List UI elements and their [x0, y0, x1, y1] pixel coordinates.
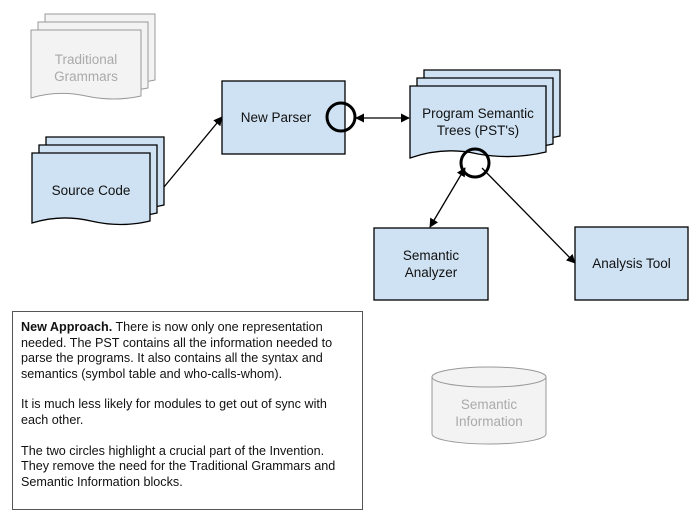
traditional-grammars-label: Traditional Grammars — [54, 52, 118, 84]
note-paragraph-3: The two circles highlight a crucial part… — [21, 443, 336, 489]
semantic-information-label: Semantic Information — [455, 397, 523, 429]
source-code-label: Source Code — [51, 182, 131, 198]
source-code-shape — [31, 136, 165, 226]
note-paragraph-2: It is much less likely for modules to ge… — [21, 397, 327, 427]
pst-label: Program Semantic Trees (PST's) — [422, 106, 534, 138]
note-paragraph-1: New Approach. There is now only one repr… — [21, 320, 354, 382]
highlight-circle-pst — [459, 147, 491, 179]
note-heading: New Approach. — [21, 320, 113, 334]
source-to-parser-arrow — [163, 116, 223, 188]
analysis-tool-label: Analysis Tool — [592, 256, 671, 271]
new-parser-box — [221, 80, 346, 155]
note-text-1: There is now only one representation nee… — [21, 320, 333, 381]
highlight-circle-parser — [325, 101, 357, 133]
pst-to-analysis-tool-arrow — [481, 167, 576, 264]
semantic-analyzer-box — [373, 227, 489, 301]
pst-shape — [409, 69, 561, 159]
new-approach-note: New Approach. There is now only one repr… — [12, 311, 363, 510]
pst-to-analyzer-arrow — [429, 167, 466, 228]
semantic-analyzer-label: Semantic Analyzer — [402, 248, 460, 280]
traditional-grammars-shape — [30, 13, 156, 100]
analysis-tool-box — [574, 226, 689, 301]
semantic-information-shape — [431, 366, 547, 445]
new-parser-label: New Parser — [240, 110, 312, 125]
